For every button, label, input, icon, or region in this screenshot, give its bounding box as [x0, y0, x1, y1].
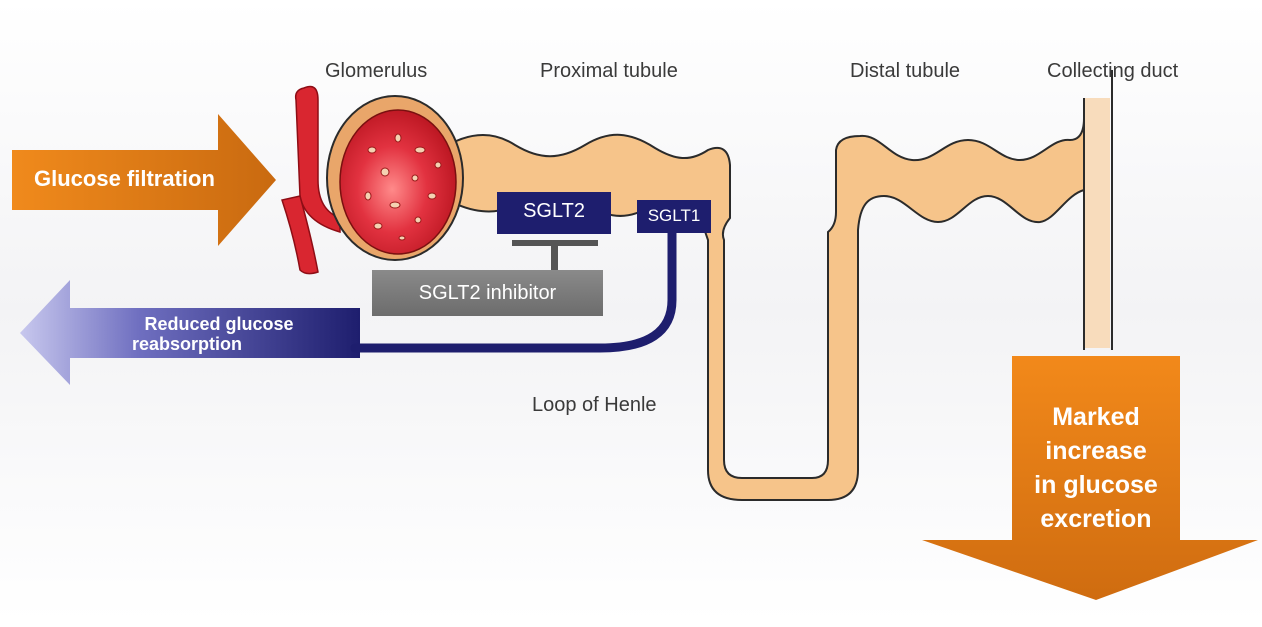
- sglt2-label: SGLT2: [497, 200, 611, 223]
- excretion-line-1: Marked: [1012, 400, 1180, 434]
- collecting-duct-fill: [1084, 98, 1110, 348]
- inhibition-stem: [551, 246, 558, 270]
- glomerulus-tuft: [340, 110, 456, 254]
- sglt2-inhibitor-label: SGLT2 inhibitor: [372, 282, 603, 305]
- excretion-label: Marked increase in glucose excretion: [1012, 400, 1180, 536]
- sglt1-label: SGLT1: [637, 206, 711, 226]
- excretion-line-2: increase: [1012, 434, 1180, 468]
- reduced-reabsorption-label: Reduced glucose reabsorption: [88, 314, 350, 354]
- reduced-reabsorption-line-2: reabsorption: [88, 334, 350, 354]
- excretion-line-4: excretion: [1012, 502, 1180, 536]
- glucose-filtration-label: Glucose filtration: [34, 166, 215, 192]
- label-distal-tubule: Distal tubule: [850, 60, 960, 83]
- label-glomerulus: Glomerulus: [325, 60, 427, 83]
- excretion-line-3: in glucose: [1012, 468, 1180, 502]
- label-loop-of-henle: Loop of Henle: [532, 394, 657, 417]
- inhibition-bar: [512, 240, 598, 246]
- label-collecting-duct: Collecting duct: [1047, 60, 1178, 83]
- label-proximal-tubule: Proximal tubule: [540, 60, 678, 83]
- reduced-reabsorption-line-1: Reduced glucose: [88, 314, 350, 334]
